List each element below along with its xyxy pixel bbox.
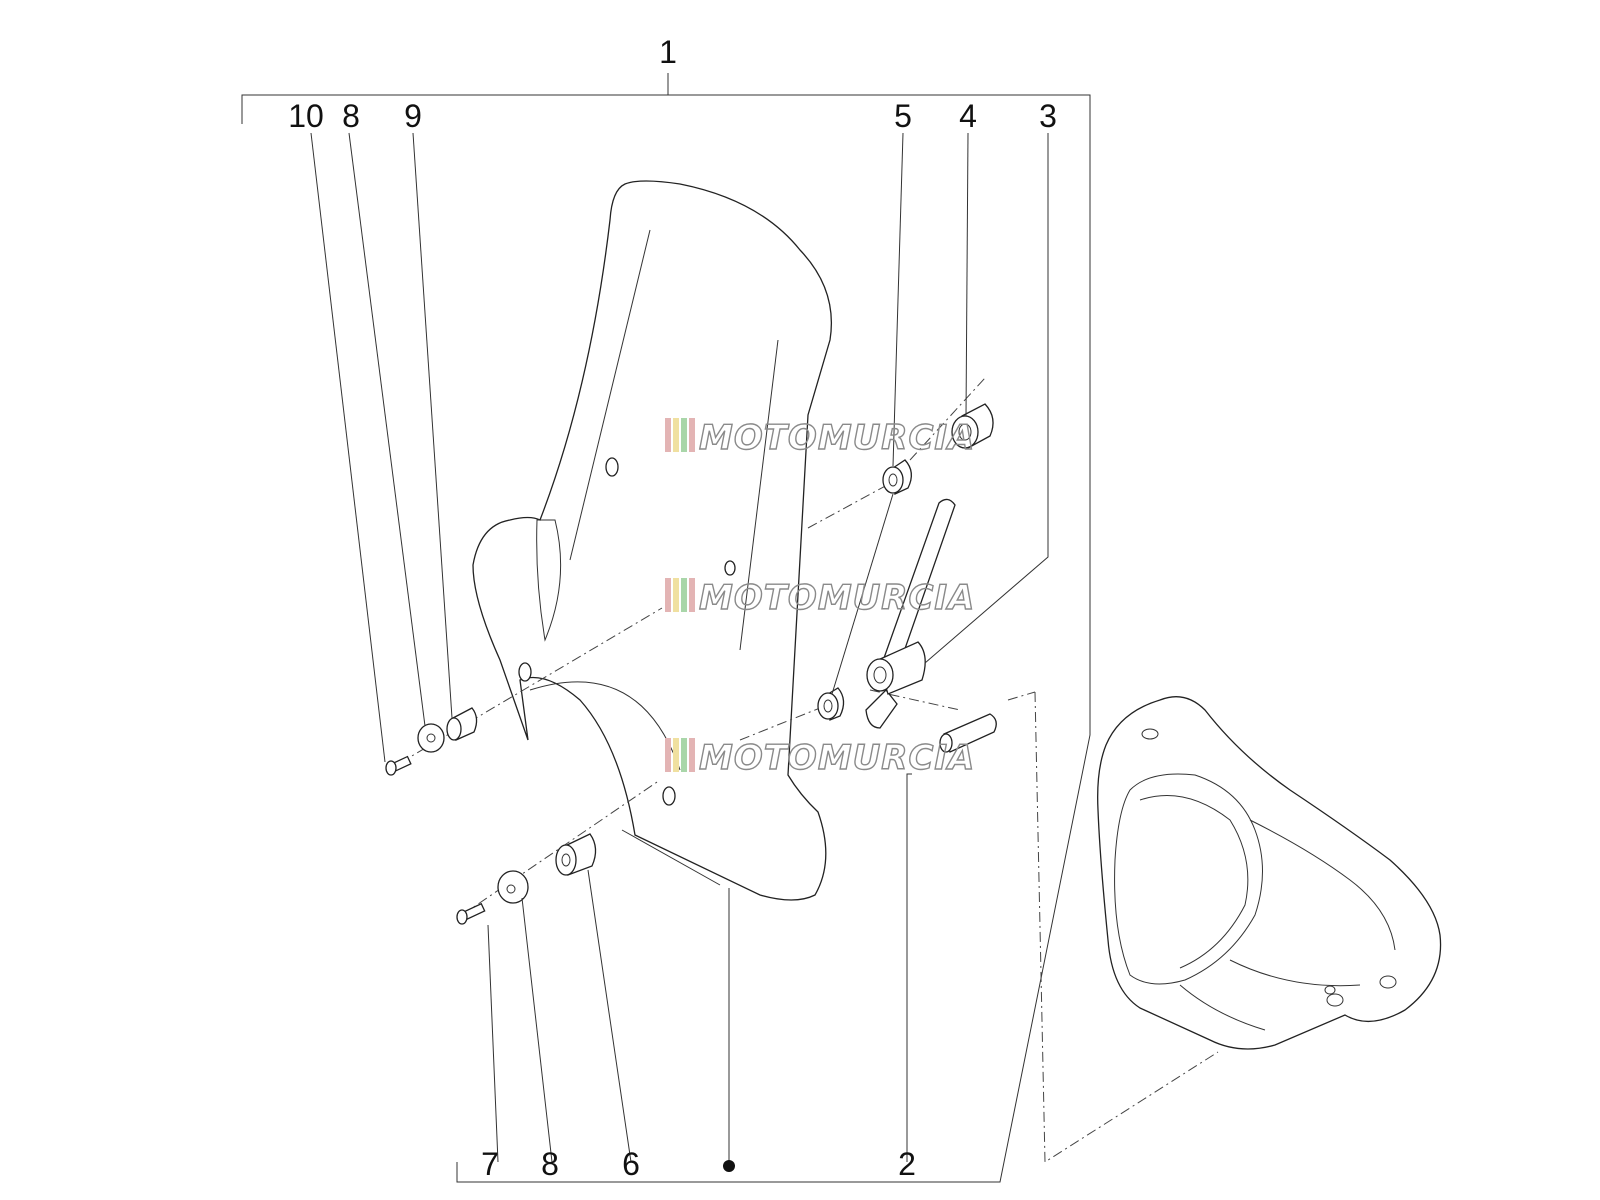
part-8-washer-lower [497,870,529,904]
callout-4: 4 [959,98,977,134]
part-7-screw-lower [456,902,486,925]
callout-5: 5 [894,98,912,134]
callout-8-bottom: 8 [541,1146,559,1182]
callout-8-top: 8 [342,98,360,134]
part-5-grommet [882,459,912,495]
windshield-shield [472,180,833,901]
watermark-text: MOTOMURCIA [699,418,975,458]
callout-9: 9 [404,98,422,134]
watermark-text: MOTOMURCIA [699,738,975,778]
part-8-washer-upper [417,723,445,753]
assembly-bracket [241,73,1091,1183]
handlebar-cover [1097,696,1442,1050]
part-9-spacer [446,707,478,741]
callout-labels: 1 10 8 9 5 4 3 7 8 6 2 [288,34,1057,1182]
callout-10: 10 [288,98,324,134]
part-4-nut [951,403,994,449]
part-3-bracket [865,498,956,729]
part-2-pin [939,713,997,753]
part-6-spacer [555,833,597,876]
callout-3: 3 [1039,98,1057,134]
watermark-bottom: MOTOMURCIA [665,737,975,779]
part-10-screw-upper [385,755,412,776]
part-5-lower-grommet [817,687,845,721]
reference-dot [723,1160,735,1172]
watermark-top: MOTOMURCIA [665,417,975,459]
callout-7: 7 [481,1146,499,1182]
callout-1: 1 [659,34,677,70]
watermark-text: MOTOMURCIA [699,578,975,618]
leader-lines [310,132,1049,1172]
watermark-middle: MOTOMURCIA [665,577,975,619]
callout-2: 2 [898,1146,916,1182]
callout-6: 6 [622,1146,640,1182]
